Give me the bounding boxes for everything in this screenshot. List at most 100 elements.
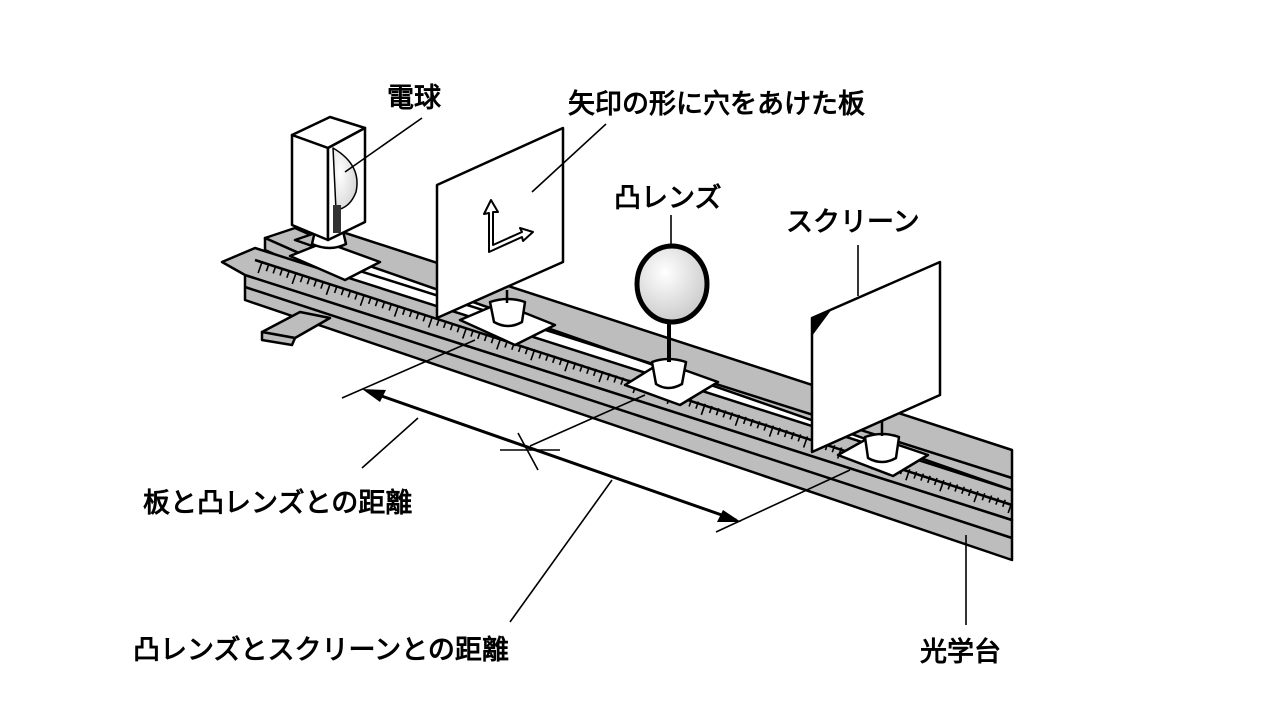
scale-tick	[427, 316, 434, 328]
convex-lens-assembly	[623, 243, 720, 407]
scale-tick	[768, 425, 775, 437]
scale-tick	[496, 338, 502, 350]
scale-tick	[313, 279, 318, 287]
scale-tick	[1007, 501, 1013, 514]
scale-tick	[742, 416, 747, 425]
scale-tick	[734, 414, 741, 426]
scale-tick	[257, 261, 263, 274]
scale-tick	[291, 272, 297, 285]
scale-tick	[320, 281, 325, 289]
scale-tick	[913, 471, 918, 479]
scale-tick	[333, 285, 338, 294]
scale-tick	[995, 497, 1000, 505]
scale-tick	[939, 479, 945, 492]
scale-tick	[461, 327, 468, 339]
scale-tick	[470, 329, 475, 337]
scale-tick	[408, 309, 413, 318]
scale-tick	[981, 493, 986, 501]
distance-arrow-line	[369, 390, 737, 522]
scale-tick	[790, 431, 795, 440]
scale-tick	[367, 296, 372, 305]
scale-tick	[688, 399, 693, 407]
scale-tick	[415, 311, 420, 320]
scale-tick	[947, 482, 952, 490]
scale-tick	[354, 292, 359, 300]
scale-tick	[374, 298, 379, 307]
scale-tick	[483, 333, 488, 342]
scale-tick	[708, 405, 713, 414]
scale-tick	[715, 407, 720, 416]
scale-tick	[299, 274, 304, 283]
leader-lines	[344, 117, 967, 625]
scale-tick	[973, 490, 979, 503]
scale-tick	[695, 401, 700, 409]
scale-tick	[558, 357, 563, 366]
scale-tick	[620, 377, 625, 385]
scale-tick	[700, 403, 706, 416]
plate-leader-line	[531, 123, 607, 193]
scale-tick	[538, 351, 543, 359]
arrowhead-right-icon	[717, 510, 741, 522]
arrowhead-left-icon	[362, 389, 386, 402]
arrow-shape-icon	[483, 199, 534, 253]
label-bulb: 電球	[387, 83, 441, 114]
scale-tick	[613, 375, 618, 383]
scale-tick	[961, 486, 966, 494]
scale-tick	[831, 445, 836, 453]
scale-tick	[967, 488, 972, 497]
scale-tick	[586, 366, 591, 374]
scale-tick	[279, 268, 284, 276]
scale-tick	[729, 412, 734, 420]
scale-tick	[381, 301, 386, 309]
lens-screen-distance-leader	[509, 479, 613, 623]
scale-tick	[325, 283, 331, 296]
scale-tick	[449, 322, 454, 331]
arrow-plate-assembly	[435, 126, 565, 347]
scale-tick	[606, 373, 611, 381]
label-convex-lens: 凸レンズ	[614, 183, 722, 214]
scale-tick	[530, 349, 536, 361]
bulb-leader-line	[344, 117, 423, 173]
scale-tick	[359, 294, 366, 306]
scale-tick	[545, 353, 550, 361]
label-lens-screen-distance: 凸レンズとスクリーンとの距離	[133, 635, 509, 666]
scale-tick	[722, 410, 727, 418]
scale-tick	[476, 331, 481, 340]
label-optical-bench: 光学台	[920, 637, 1001, 668]
plate-lens-distance-leader	[361, 417, 419, 469]
scale-tick	[564, 359, 570, 372]
scale-tick	[1001, 499, 1006, 508]
scale-tick	[797, 434, 802, 442]
scale-tick	[802, 436, 809, 448]
scale-tick	[756, 421, 761, 429]
distance-dimension	[341, 339, 851, 533]
scale-tick	[579, 364, 584, 372]
scale-tick	[347, 290, 352, 298]
plate-extension-line	[341, 339, 476, 399]
scale-tick	[340, 287, 345, 296]
scale-tick	[490, 335, 495, 344]
scale-tick	[598, 370, 604, 383]
scale-tick	[920, 473, 925, 481]
scale-tick	[286, 270, 291, 278]
label-plate-lens-distance: 板と凸レンズとの距離	[143, 488, 413, 519]
scale-tick	[905, 469, 911, 481]
scale-tick	[763, 423, 768, 431]
scale-tick	[776, 427, 781, 436]
light-bulb-assembly	[288, 115, 382, 282]
scale-tick	[393, 305, 400, 317]
scale-tick	[954, 484, 959, 492]
label-arrow-plate: 矢印の形に穴をあけた板	[568, 89, 865, 120]
scale-tick	[517, 344, 522, 353]
screen-assembly	[810, 260, 942, 478]
scale-tick	[749, 418, 754, 427]
scale-tick	[592, 368, 597, 377]
scale-tick	[926, 475, 931, 484]
lens-extension-line	[529, 394, 646, 447]
scale-tick	[783, 429, 788, 438]
scale-tick	[442, 320, 447, 329]
scale-tick	[272, 266, 277, 274]
scale-tick	[551, 355, 556, 364]
scale-tick	[401, 307, 406, 316]
